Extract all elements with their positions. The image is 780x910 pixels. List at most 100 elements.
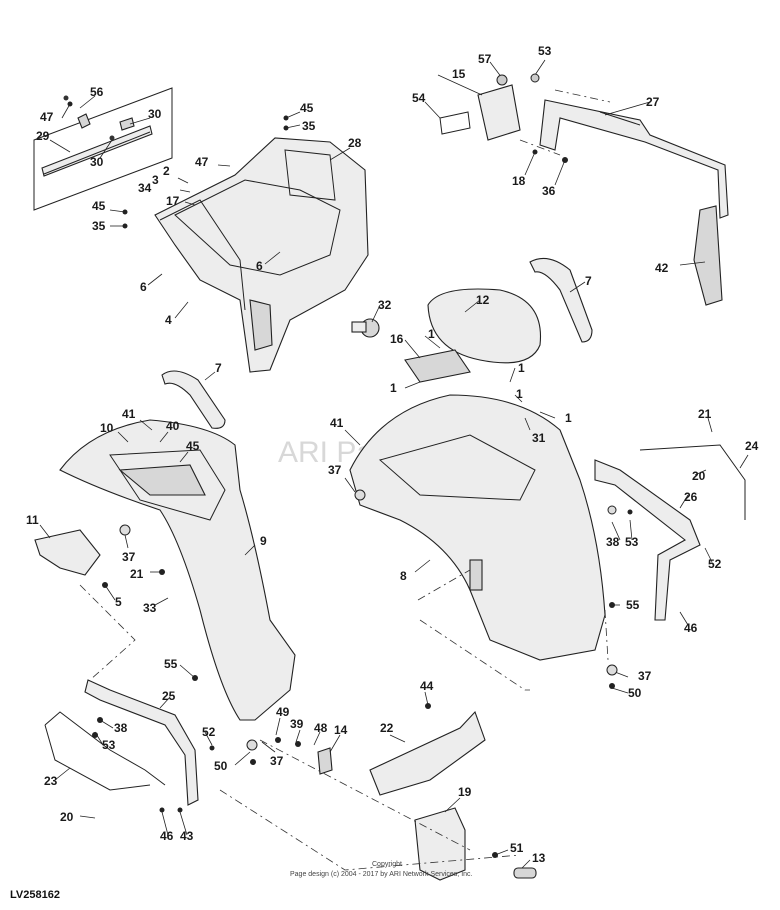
- callout-49: 49: [276, 705, 290, 719]
- callout-18: 18: [512, 174, 526, 188]
- inset-strip-29: [33, 87, 173, 211]
- callout-46a: 46: [684, 621, 698, 635]
- leader-lines: [39, 59, 749, 869]
- callout-35a: 35: [302, 119, 316, 133]
- callout-15: 15: [452, 67, 466, 81]
- callout-48: 48: [314, 721, 328, 735]
- callout-25: 25: [162, 689, 176, 703]
- callout-40: 40: [166, 419, 180, 433]
- callout-23: 23: [44, 774, 58, 788]
- callout-33: 33: [143, 601, 157, 615]
- handle-7-left: [161, 370, 226, 429]
- dash-panel-28: [154, 137, 369, 373]
- callout-31: 31: [532, 431, 546, 445]
- callout-44: 44: [420, 679, 434, 693]
- callout-9: 9: [260, 534, 267, 548]
- callout-21b: 21: [698, 407, 712, 421]
- callout-52b: 52: [202, 725, 216, 739]
- copyright-line1: Copyright: [372, 861, 402, 868]
- callout-7b: 7: [215, 361, 222, 375]
- callout-28: 28: [348, 136, 362, 150]
- callout-41a: 41: [122, 407, 136, 421]
- callout-45c: 45: [186, 439, 200, 453]
- callout-21a: 21: [130, 567, 144, 581]
- diagram-id: LV258162: [10, 889, 60, 901]
- callout-24: 24: [745, 439, 759, 453]
- callout-38a: 38: [606, 535, 620, 549]
- copyright-line2: Page design (c) 2004 - 2017 by ARI Netwo…: [290, 871, 473, 878]
- callout-3: 3: [152, 173, 159, 187]
- assembly-lines: [79, 89, 611, 871]
- callout-13: 13: [532, 851, 546, 865]
- callout-55a: 55: [626, 598, 640, 612]
- callout-37c: 37: [638, 669, 652, 683]
- callout-45a: 45: [300, 101, 314, 115]
- fender-8: [349, 394, 606, 661]
- callout-34: 34: [138, 181, 152, 195]
- callout-10: 10: [100, 421, 114, 435]
- callout-50a: 50: [628, 686, 642, 700]
- callout-20b: 20: [60, 810, 74, 824]
- callout-54: 54: [412, 91, 426, 105]
- callout-20a: 20: [692, 469, 706, 483]
- callout-26: 26: [684, 490, 698, 504]
- callout-37d: 37: [270, 754, 284, 768]
- callout-1a: 1: [428, 327, 435, 341]
- knob-13: [513, 867, 537, 879]
- callout-47a: 47: [40, 110, 54, 124]
- callout-5: 5: [115, 595, 122, 609]
- callout-52a: 52: [708, 557, 722, 571]
- callout-41b: 41: [330, 416, 344, 430]
- callout-17: 17: [166, 194, 180, 208]
- callout-57: 57: [478, 52, 492, 66]
- callout-42: 42: [655, 261, 669, 275]
- callout-39: 39: [290, 717, 304, 731]
- callout-1e-dup: 1: [565, 411, 572, 425]
- callout-46b: 46: [160, 829, 174, 843]
- callout-56: 56: [90, 85, 104, 99]
- hardware-dots: [67, 73, 633, 858]
- callout-4: 4: [165, 313, 172, 327]
- callout-30a: 30: [148, 107, 162, 121]
- callout-32: 32: [378, 298, 392, 312]
- callout-53c: 53: [102, 738, 116, 752]
- callout-51: 51: [510, 841, 524, 855]
- callout-55b: 55: [164, 657, 178, 671]
- callout-27: 27: [646, 95, 660, 109]
- seat-12: [404, 288, 542, 383]
- callout-38b: 38: [114, 721, 128, 735]
- knob-32: [351, 318, 380, 338]
- callout-11: 11: [26, 513, 39, 527]
- callout-37b: 37: [328, 463, 342, 477]
- seat-linkage: [439, 84, 729, 306]
- callout-6a: 6: [140, 280, 147, 294]
- callout-7a: 7: [585, 274, 592, 288]
- callout-19: 19: [458, 785, 472, 799]
- callout-8: 8: [400, 569, 407, 583]
- bracket-22: [317, 710, 486, 796]
- callout-29: 29: [36, 129, 50, 143]
- callout-37a: 37: [122, 550, 136, 564]
- callout-36: 36: [542, 184, 556, 198]
- bracket-19: [414, 807, 466, 881]
- fender-9: [59, 419, 296, 721]
- callout-2: 2: [163, 164, 170, 178]
- callout-50b: 50: [214, 759, 228, 773]
- copyright: Copyright Page design (c) 2004 - 2017 by…: [290, 861, 473, 878]
- callout-53b: 53: [625, 535, 639, 549]
- callout-12: 12: [476, 293, 490, 307]
- bracket-26: [594, 444, 746, 621]
- callout-30b: 30: [90, 155, 104, 169]
- callouts: 56 47 30 29 30 45 35 28 47 2 3 34 17 45 …: [26, 44, 759, 865]
- bracket-25: [44, 679, 199, 806]
- latch-11: [34, 529, 101, 576]
- callout-6b: 6: [256, 259, 263, 273]
- handle-7-right: [529, 257, 593, 343]
- callout-43: 43: [180, 829, 194, 843]
- callout-1b: 1: [390, 381, 397, 395]
- callout-53a: 53: [538, 44, 552, 58]
- callout-22: 22: [380, 721, 394, 735]
- callout-1d: 1: [516, 387, 523, 401]
- callout-47b: 47: [195, 155, 209, 169]
